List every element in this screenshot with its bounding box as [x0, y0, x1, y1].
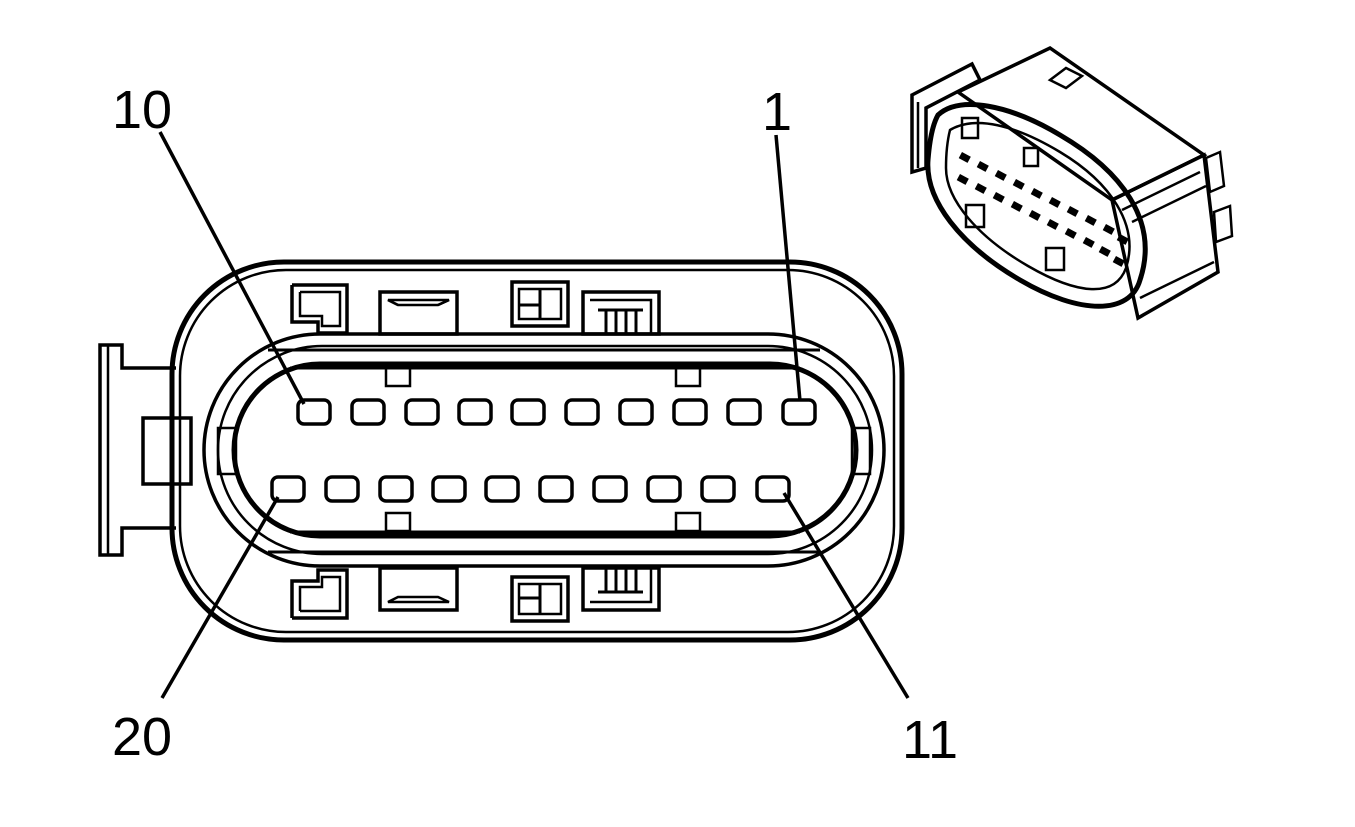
pin-4 — [618, 398, 654, 426]
leader-pin-10 — [158, 131, 306, 405]
lower-guide-rail — [268, 511, 820, 554]
pin-callouts: 10 1 20 11 — [112, 80, 958, 770]
label-pin-11: 11 — [902, 710, 958, 770]
pin-6 — [510, 398, 546, 426]
label-pin-1: 1 — [762, 82, 792, 142]
pin-9 — [350, 398, 386, 426]
pin-row-lower — [270, 475, 791, 503]
pin-15 — [538, 475, 574, 503]
right-cavity-key — [850, 426, 872, 476]
pin-8 — [404, 398, 440, 426]
pin-3 — [672, 398, 708, 426]
seal-ring-outer — [202, 332, 886, 568]
pin-17 — [431, 475, 467, 503]
pin-7 — [457, 398, 493, 426]
pin-13 — [646, 475, 682, 503]
leader-pin-20 — [160, 496, 280, 699]
connector-outer-shell-inner-edge — [178, 268, 896, 634]
lower-latch-features — [290, 566, 661, 623]
connector-outer-shell — [169, 259, 905, 643]
pin-2 — [726, 398, 762, 426]
locking-tab — [98, 343, 193, 557]
pin-18 — [378, 475, 414, 503]
leader-pin-1 — [774, 134, 802, 402]
upper-guide-rail — [268, 348, 820, 388]
pin-12 — [700, 475, 736, 503]
leader-pin-11 — [782, 492, 910, 699]
connector-face — [98, 259, 905, 643]
pin-16 — [484, 475, 520, 503]
pin-5 — [564, 398, 600, 426]
label-pin-10: 10 — [112, 80, 172, 140]
pin-row-upper — [296, 398, 817, 426]
connector-isometric-view — [910, 45, 1234, 321]
pin-14 — [592, 475, 628, 503]
left-cavity-key — [216, 426, 238, 476]
pin-11 — [755, 475, 791, 503]
pin-20 — [270, 475, 306, 503]
isometric-pins — [956, 152, 1129, 267]
pin-19 — [324, 475, 360, 503]
pin-1 — [781, 398, 817, 426]
seal-ring-middle — [216, 344, 874, 556]
pin-10 — [296, 398, 332, 426]
pin-cavity-outline — [231, 361, 859, 539]
label-pin-20: 20 — [112, 707, 172, 767]
upper-latch-features — [290, 280, 661, 336]
